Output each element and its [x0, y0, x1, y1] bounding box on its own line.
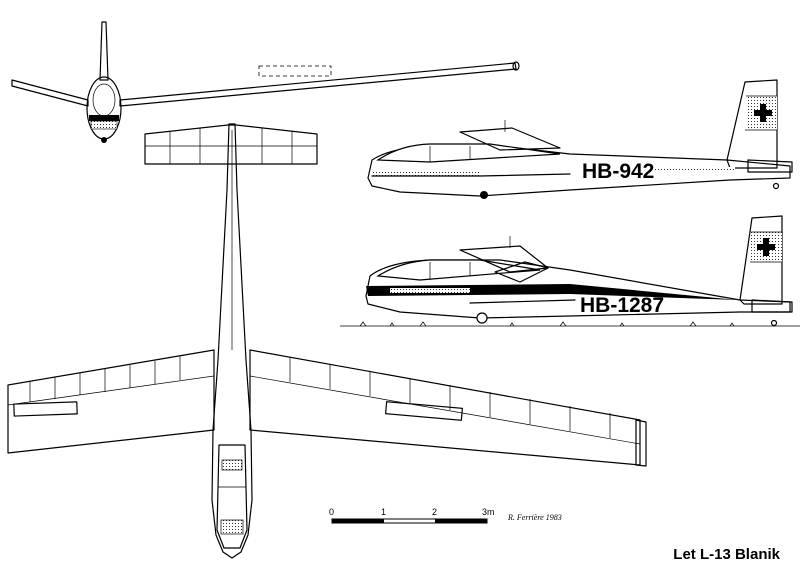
scale-label-3m: 3m: [482, 507, 495, 517]
upper-registration: HB-942: [582, 160, 654, 183]
scale-label-1: 1: [381, 507, 386, 517]
front-view: [11, 21, 520, 143]
scale-bar: 0 1 2 3m: [329, 507, 495, 524]
drawing-title: Let L-13 Blanik: [673, 546, 780, 563]
scale-label-2: 2: [432, 507, 437, 517]
front-view-left-wing: [11, 79, 89, 107]
lower-registration: HB-1287: [580, 294, 664, 317]
plan-view-right-wing: [249, 349, 641, 466]
plan-view: [7, 123, 647, 559]
lower-side-view-canopy: [376, 259, 541, 281]
upper-side-view-canopy: [376, 143, 561, 163]
upper-side-view-wing: [459, 127, 561, 151]
front-view-airbrake-outline: [258, 65, 332, 77]
plan-view-tailplane: [144, 124, 318, 165]
plan-view-fuselage: [211, 123, 253, 559]
front-view-fin: [99, 21, 109, 81]
side-view-lower: HB-1287: [340, 215, 800, 327]
scale-label-0: 0: [329, 507, 334, 517]
front-view-fuselage: [86, 76, 122, 140]
upper-fin-cross-icon: [754, 104, 772, 122]
front-view-right-wing: [119, 62, 517, 107]
plan-view-canopy: [216, 444, 248, 549]
side-view-upper: HB-942: [367, 79, 793, 199]
plan-view-left-wing: [7, 349, 215, 454]
artist-signature: R. Ferrière 1983: [507, 513, 562, 522]
lower-fin-cross-icon: [757, 238, 775, 256]
